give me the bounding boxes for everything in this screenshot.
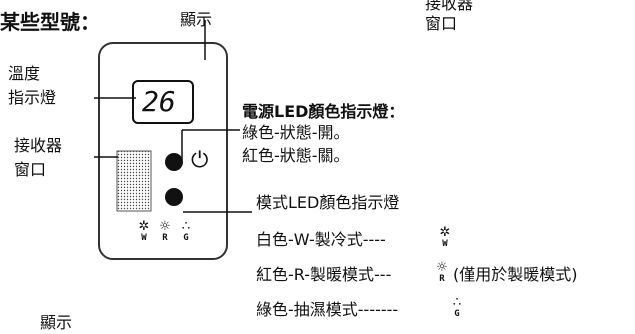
window-label-top: 窗口 [425,14,458,33]
temperature-label-line1: 溫度 [8,64,41,83]
droplets-icon: ∴ G [452,295,462,319]
power-icon: ⏻ [191,148,209,173]
receiver-label-line1: 接收器 [14,136,63,155]
mode-led [165,188,183,206]
droplets-icon: ∴ G [181,219,191,243]
sun-icon: ☼ R [159,219,171,243]
power-led-green: 綠色-狀態-開。 [242,123,350,142]
display-label-bottom: 顯示 [40,313,73,332]
temperature-digits: 26 [142,85,176,118]
power-led-red: 紅色-狀態-關。 [242,146,350,165]
receiver-label-line2: 窗口 [14,160,47,179]
receiver-label-top: 接收器 [425,0,474,13]
sun-icon: ☼ R [436,260,448,284]
receiver-window [116,150,152,212]
temperature-label-line2: 指示燈 [8,88,57,107]
snowflake-icon: ✲ W [439,225,451,249]
temperature-display-box [132,80,194,124]
snowflake-icon: ✲ W [138,219,150,243]
mode-white-label: 白色-W-製冷式---- [256,230,386,249]
mode-green-label: 綠色-抽濕模式------- [256,300,399,319]
mode-led-title: 模式LED顏色指示燈 [256,193,400,212]
display-label-top: 顯示 [180,10,213,29]
power-led-title: 電源LED顏色指示燈： [242,102,405,121]
power-led [165,153,183,171]
heading: 某些型號： [0,10,100,34]
mode-red-note: (僅用於製暖模式) [453,265,578,284]
device-outline [98,42,228,260]
mode-red-label: 紅色-R-製暖模式--- [256,265,392,284]
